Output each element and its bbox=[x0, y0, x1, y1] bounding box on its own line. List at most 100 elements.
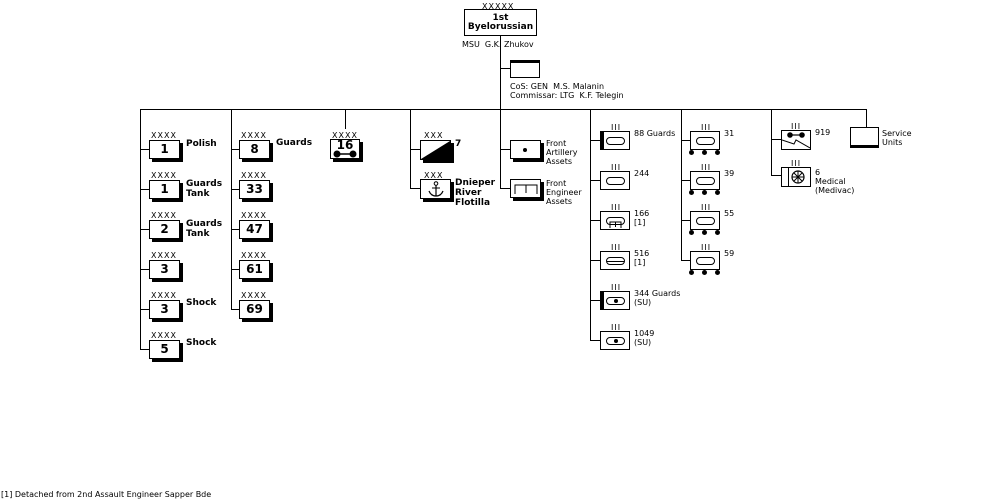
corps-box bbox=[420, 140, 451, 160]
medical-wheel-icon bbox=[791, 170, 805, 184]
unit-label: 39 bbox=[724, 169, 735, 178]
connector bbox=[410, 149, 420, 150]
tank-oval-icon bbox=[606, 177, 625, 185]
front-hq-box[interactable]: 1st Byelorussian bbox=[464, 9, 537, 36]
connector bbox=[231, 269, 239, 270]
diagonal-fill-icon bbox=[421, 141, 450, 159]
commissar-label: Commissar: LTG K.F. Telegin bbox=[510, 91, 624, 100]
army-echelon: XXXX bbox=[151, 251, 177, 260]
unit-label: 244 bbox=[634, 169, 650, 178]
tank-unit-box bbox=[600, 171, 630, 190]
army-number-box: 3 bbox=[149, 260, 180, 279]
tank-oval-icon bbox=[696, 137, 715, 145]
wheel-icon bbox=[702, 230, 707, 235]
gun-dot-icon bbox=[614, 339, 618, 343]
wheel-icon bbox=[715, 230, 720, 235]
unit-echelon: III bbox=[611, 123, 622, 132]
tank-unit-box bbox=[600, 331, 630, 350]
connector bbox=[590, 220, 600, 221]
bridge-line-icon bbox=[607, 261, 624, 262]
unit-label: 919 bbox=[815, 128, 831, 137]
army-number-box: 33 bbox=[239, 180, 270, 199]
wheel-icon bbox=[715, 150, 720, 155]
guards-bar bbox=[601, 292, 604, 309]
engineer-icon bbox=[609, 221, 622, 228]
commander-label: MSU G.K. Zhukov bbox=[462, 40, 534, 49]
connector bbox=[140, 229, 149, 230]
unit-echelon: III bbox=[701, 123, 712, 132]
support-unit-box bbox=[781, 167, 811, 187]
corps-echelon: XXX bbox=[424, 131, 444, 140]
air-army-box: 16 bbox=[330, 138, 360, 159]
army-number-box: 3 bbox=[149, 300, 180, 319]
army-label: Shock bbox=[186, 338, 217, 348]
service-units-box bbox=[850, 127, 879, 148]
tank-oval-icon bbox=[606, 297, 625, 305]
connector bbox=[140, 269, 149, 270]
hq-line1: 1st bbox=[492, 13, 509, 23]
connector bbox=[231, 149, 239, 150]
army-label: Shock bbox=[186, 298, 217, 308]
connector bbox=[590, 109, 591, 340]
army-label: Guards Tank bbox=[186, 219, 223, 239]
staff-box[interactable] bbox=[510, 60, 540, 78]
unit-label: 59 bbox=[724, 249, 735, 258]
army-echelon: XXXX bbox=[151, 291, 177, 300]
wheel-icon bbox=[715, 190, 720, 195]
army-number-box: 1 bbox=[149, 140, 180, 159]
unit-label: 344 Guards (SU) bbox=[634, 289, 681, 307]
connector bbox=[681, 260, 690, 261]
connector bbox=[500, 149, 510, 150]
unit-label: 88 Guards bbox=[634, 129, 676, 138]
wheel-icon bbox=[689, 190, 694, 195]
army-echelon: XXXX bbox=[332, 131, 358, 140]
tank-oval-icon bbox=[606, 257, 625, 265]
flotilla-label: Dnieper River Flotilla bbox=[455, 178, 496, 208]
wheel-icon bbox=[702, 270, 707, 275]
motorized-unit-box bbox=[690, 251, 720, 270]
unit-label: 55 bbox=[724, 209, 735, 218]
artillery-box bbox=[510, 140, 541, 159]
army-echelon: XXXX bbox=[241, 171, 267, 180]
connector bbox=[590, 140, 600, 141]
unit-echelon: III bbox=[611, 323, 622, 332]
unit-label: 1049 (SU) bbox=[634, 329, 655, 347]
unit-echelon: III bbox=[701, 163, 712, 172]
hq-line2: Byelorussian bbox=[467, 22, 534, 32]
connector bbox=[500, 68, 510, 69]
connector bbox=[681, 109, 682, 260]
connector bbox=[771, 175, 781, 176]
service-units-label: Service Units bbox=[882, 129, 912, 147]
medical-divider bbox=[788, 168, 789, 186]
unit-echelon: III bbox=[701, 243, 712, 252]
tank-unit-box bbox=[600, 251, 630, 270]
unit-echelon: III bbox=[611, 163, 622, 172]
tank-unit-box bbox=[600, 291, 630, 310]
unit-echelon: III bbox=[611, 243, 622, 252]
propeller-signal-icon bbox=[782, 132, 810, 149]
army-echelon: XXXX bbox=[241, 131, 267, 140]
connector bbox=[681, 140, 690, 141]
connector bbox=[771, 139, 781, 140]
connector bbox=[410, 109, 411, 188]
connector bbox=[231, 109, 232, 309]
connector bbox=[590, 180, 600, 181]
army-number-box: 47 bbox=[239, 220, 270, 239]
air-army-number: 16 bbox=[336, 138, 354, 152]
tank-oval-icon bbox=[696, 257, 715, 265]
flotilla-echelon: XXX bbox=[424, 171, 444, 180]
unit-echelon: III bbox=[701, 203, 712, 212]
motorized-unit-box bbox=[690, 211, 720, 230]
unit-label: 6 Medical (Medivac) bbox=[815, 168, 855, 195]
unit-label: 166 [1] bbox=[634, 209, 650, 227]
army-echelon: XXXX bbox=[241, 251, 267, 260]
army-echelon: XXXX bbox=[151, 331, 177, 340]
connector bbox=[140, 149, 149, 150]
gun-dot-icon bbox=[614, 299, 618, 303]
connector bbox=[140, 349, 149, 350]
connector bbox=[771, 109, 772, 175]
unit-echelon: III bbox=[791, 122, 802, 131]
main-branch-line bbox=[140, 109, 866, 110]
tank-unit-box bbox=[600, 131, 630, 150]
connector bbox=[140, 189, 149, 190]
